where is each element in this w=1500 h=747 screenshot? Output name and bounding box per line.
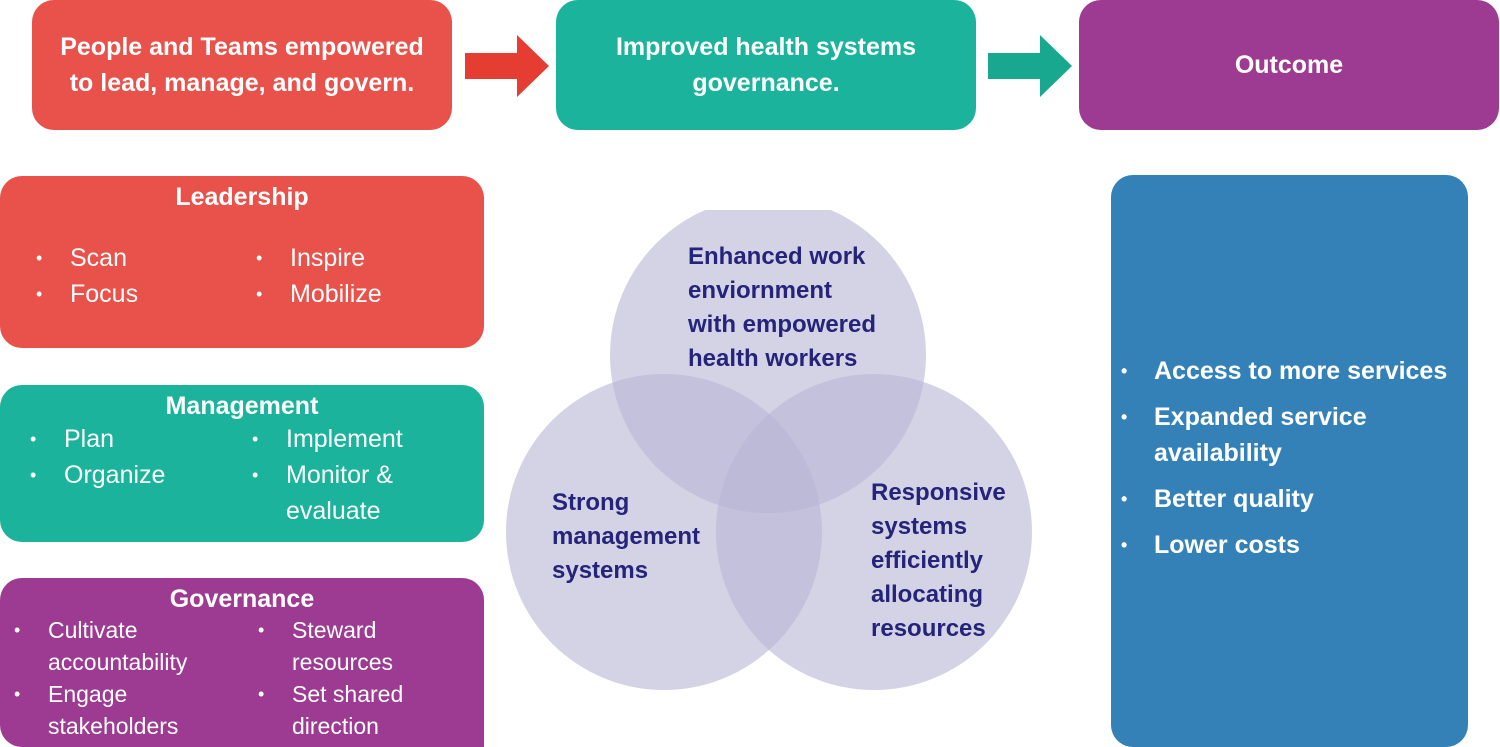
leadership-list-right: Inspire Mobilize <box>240 240 460 312</box>
list-item: Inspire <box>240 240 460 276</box>
flow-step-improved-governance: Improved health systems governance. <box>556 0 976 130</box>
governance-list-right: Steward resources Set shared direction <box>258 614 403 742</box>
venn-label-management-systems: Strong management systems <box>552 489 701 584</box>
venn-circle-right <box>716 374 1032 690</box>
flow-step-outcome-label: Outcome <box>1234 51 1344 79</box>
list-item-continuation: resources <box>292 649 393 675</box>
list-item: Focus <box>20 276 240 312</box>
arrow-right-icon <box>465 35 549 97</box>
outcome-item: Lower costs <box>1111 527 1447 563</box>
list-item: Engage <box>14 678 264 710</box>
flow-step-people-teams: People and Teams empowered to lead, mana… <box>32 0 452 130</box>
list-item: Plan <box>20 421 242 457</box>
outcome-list: Access to more services Expanded service… <box>1111 353 1447 573</box>
list-item-continuation: direction <box>292 713 379 739</box>
outcome-item: Better quality <box>1111 481 1447 517</box>
venn-label-responsive-systems: Responsive systems efficiently allocatin… <box>871 479 1006 642</box>
outcome-panel: Access to more services Expanded service… <box>1111 175 1468 747</box>
list-item: Set shared <box>258 678 403 710</box>
outcome-item: Expanded service availability <box>1111 399 1447 471</box>
list-item-continuation: stakeholders <box>48 713 179 739</box>
list-item-continuation: accountability <box>48 649 188 675</box>
list-item: Implement <box>242 421 403 457</box>
outcome-item: Access to more services <box>1111 353 1447 389</box>
governance-title: Governance <box>169 585 315 613</box>
management-list-right: Implement Monitor & evaluate <box>242 421 403 529</box>
arrow-right-icon <box>988 35 1072 97</box>
list-item: Organize <box>20 457 242 493</box>
list-item: Mobilize <box>240 276 460 312</box>
list-item: Scan <box>20 240 240 276</box>
management-panel: Management Plan Organize Implement Monit… <box>0 385 484 542</box>
leadership-panel: Leadership Scan Focus Inspire Mobilize <box>0 176 484 348</box>
governance-panel: Governance Cultivate accountability Enga… <box>0 578 484 747</box>
flow-step-improved-governance-label: Improved health systems governance. <box>615 33 917 97</box>
management-title: Management <box>165 392 319 420</box>
management-list-left: Plan Organize <box>20 421 242 529</box>
leadership-list-left: Scan Focus <box>20 240 240 312</box>
venn-diagram <box>506 210 1032 690</box>
leadership-title: Leadership <box>175 183 309 211</box>
list-item-continuation: evaluate <box>286 497 381 525</box>
venn-label-work-environment: Enhanced work enviornment with empowered… <box>688 243 877 372</box>
governance-list-left: Cultivate accountability Engage stakehol… <box>14 614 264 742</box>
list-item: Cultivate <box>14 614 264 646</box>
flow-step-people-teams-label: People and Teams empowered to lead, mana… <box>60 33 424 97</box>
list-item: Steward <box>258 614 403 646</box>
list-item: Monitor & <box>242 457 403 493</box>
flow-step-outcome: Outcome <box>1079 0 1499 130</box>
